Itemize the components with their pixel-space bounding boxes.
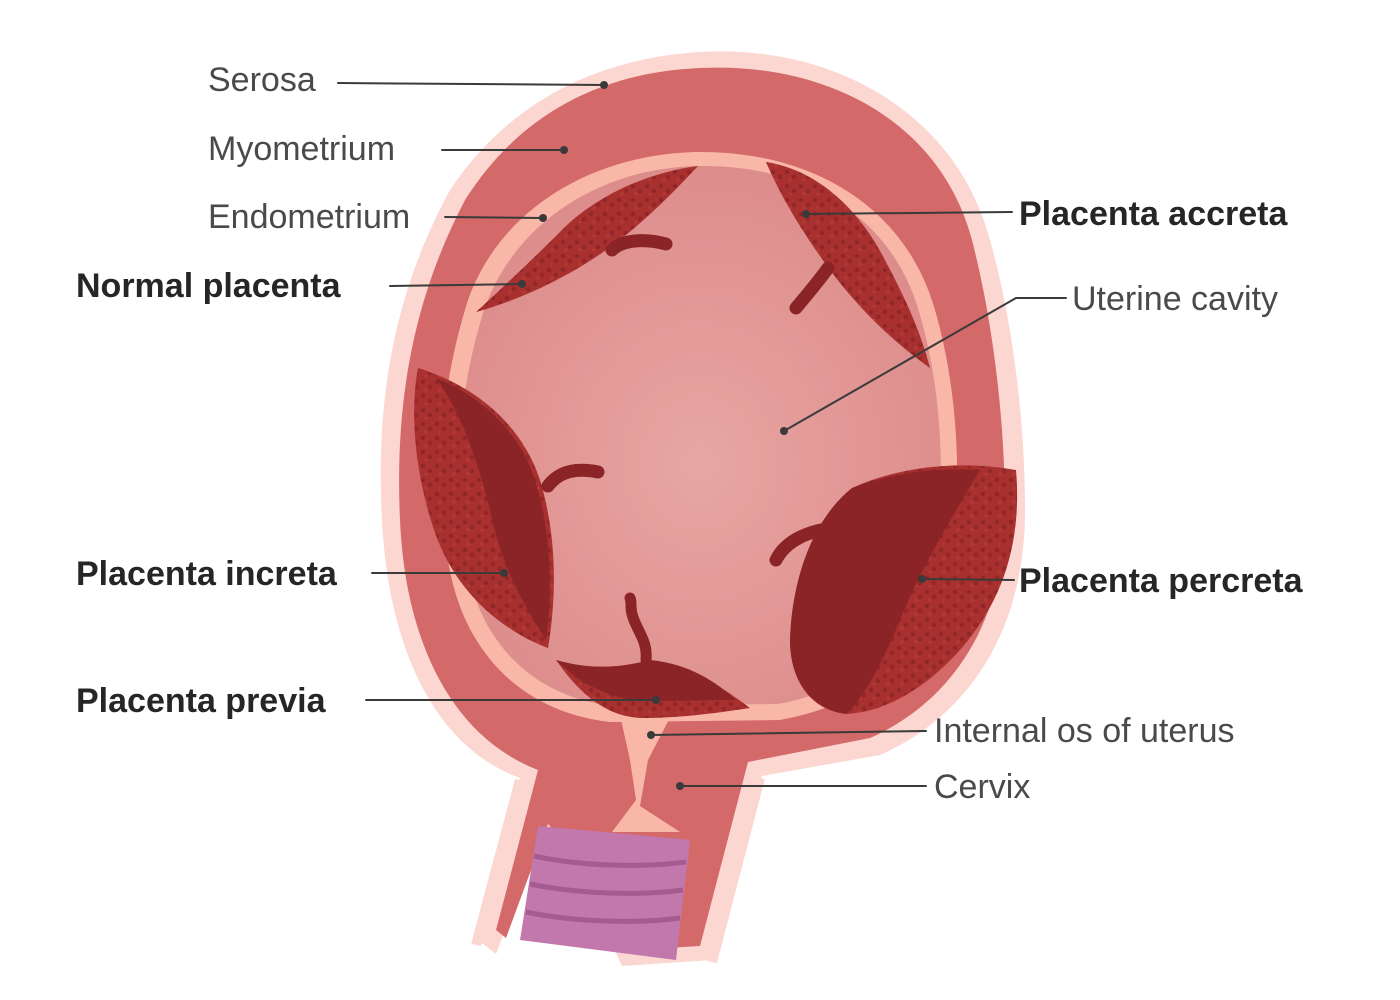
label-myometrium: Myometrium bbox=[208, 130, 395, 168]
placenta-percreta bbox=[769, 465, 1018, 714]
leader-dot-internal-os bbox=[647, 731, 655, 739]
leader-dot-placenta-percreta bbox=[918, 575, 926, 583]
label-placenta-increta: Placenta increta bbox=[76, 555, 338, 593]
leader-dot-normal-placenta bbox=[518, 280, 526, 288]
leader-dot-cervix bbox=[676, 782, 684, 790]
leader-dot-serosa bbox=[600, 81, 608, 89]
label-serosa: Serosa bbox=[208, 61, 316, 99]
label-normal-placenta: Normal placenta bbox=[76, 267, 342, 305]
vaginal-rugae bbox=[525, 853, 687, 924]
leader-serosa bbox=[337, 82, 605, 86]
normal-placenta bbox=[476, 166, 698, 312]
leader-dot-placenta-accreta bbox=[802, 210, 810, 218]
leader-dot-myometrium bbox=[560, 146, 568, 154]
labels: Serosa Myometrium Endometrium Normal pla… bbox=[76, 61, 1304, 806]
leader-internal-os bbox=[650, 730, 927, 736]
leader-dot-placenta-previa bbox=[652, 696, 660, 704]
placenta-previa bbox=[556, 592, 750, 718]
vaginal-wall-right bbox=[707, 776, 765, 964]
label-uterine-cavity: Uterine cavity bbox=[1072, 280, 1278, 318]
placenta-previa-cord bbox=[624, 592, 652, 666]
label-internal-os: Internal os of uterus bbox=[934, 712, 1235, 750]
placenta-increta bbox=[414, 368, 605, 648]
leader-dot-endometrium bbox=[539, 214, 547, 222]
vaginal-wall-left bbox=[471, 778, 525, 947]
placenta-percreta-cord bbox=[769, 521, 843, 567]
normal-placenta-cord bbox=[605, 234, 673, 257]
leader-dot-placenta-increta bbox=[500, 569, 508, 577]
leader-placenta-percreta bbox=[921, 578, 1015, 581]
label-placenta-previa: Placenta previa bbox=[76, 682, 327, 720]
placenta-accreta-cord bbox=[789, 261, 835, 315]
leader-uterine-cavity bbox=[783, 297, 1067, 432]
leader-lines bbox=[337, 81, 1067, 790]
placenta-increta-cord bbox=[541, 463, 605, 493]
leader-normal-placenta bbox=[389, 283, 523, 287]
label-endometrium: Endometrium bbox=[208, 198, 410, 236]
label-cervix: Cervix bbox=[934, 768, 1030, 806]
leader-endometrium bbox=[444, 216, 544, 219]
leader-dot-uterine-cavity bbox=[780, 427, 788, 435]
leader-placenta-accreta bbox=[805, 211, 1013, 215]
label-placenta-accreta: Placenta accreta bbox=[1019, 195, 1288, 233]
label-placenta-percreta: Placenta percreta bbox=[1019, 562, 1304, 600]
cervical-canal bbox=[612, 706, 680, 832]
